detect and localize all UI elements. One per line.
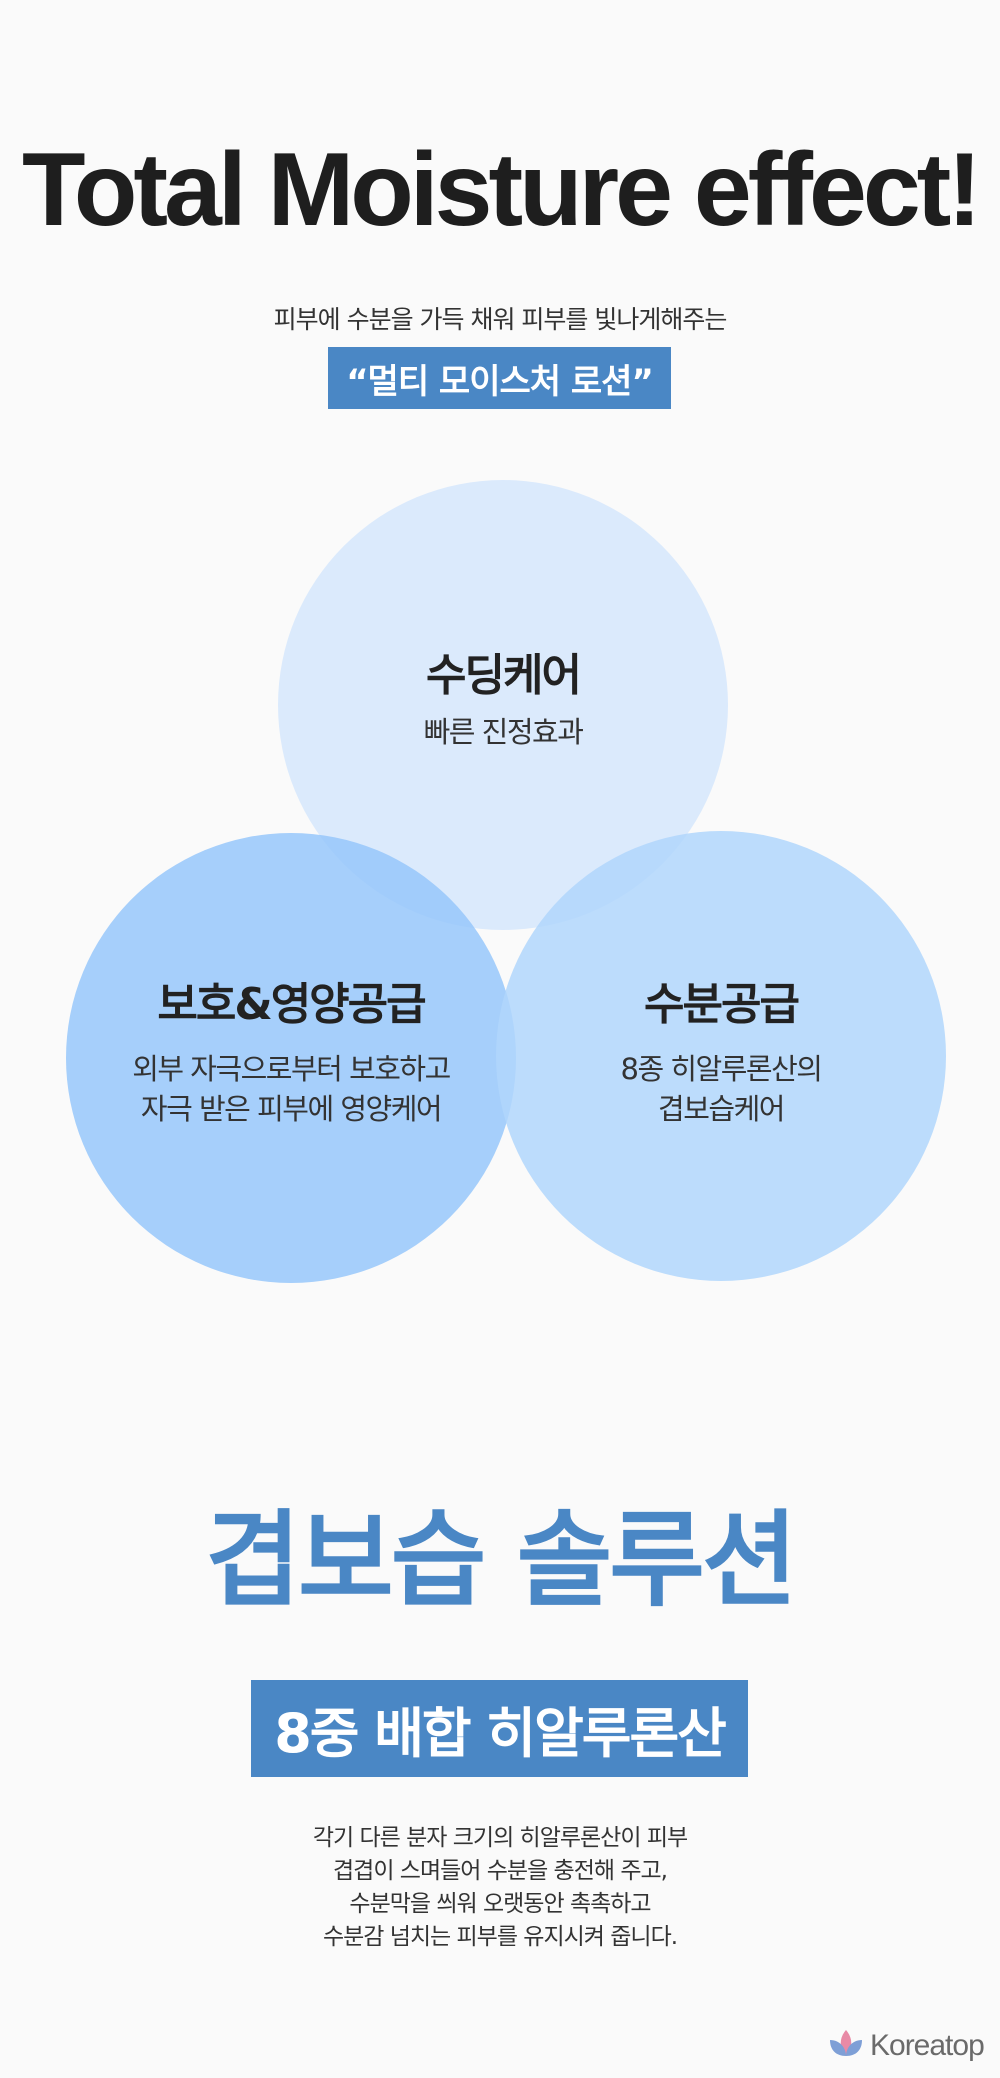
product-tag: “멀티 모이스처 로션” (328, 347, 671, 409)
circle-text-protection: 보호&영양공급 외부 자극으로부터 보호하고 자극 받은 피부에 영양케어 (66, 977, 516, 1129)
solution-heading: 겹보습 솔루션 (205, 1499, 797, 1621)
circle-desc: 8종 히알루론산의 겹보습케어 (496, 1049, 946, 1129)
subtitle: 피부에 수분을 가득 채워 피부를 빛나게해주는 (273, 305, 728, 334)
paragraph-line: 수분막을 씌워 오랫동안 촉촉하고 (349, 1891, 651, 1917)
lotus-icon (826, 2028, 866, 2064)
paragraph-line: 겹겹이 스며들어 수분을 충전해 주고, (333, 1858, 668, 1884)
circle-text-soothing: 수딩케어 빠른 진정효과 (278, 648, 728, 752)
koreatop-logo: Koreatop (826, 2028, 985, 2064)
circle-desc-line: 외부 자극으로부터 보호하고 (132, 1052, 451, 1086)
circle-desc-line: 8종 히알루론산의 (620, 1052, 823, 1086)
circle-desc: 외부 자극으로부터 보호하고 자극 받은 피부에 영양케어 (66, 1049, 516, 1129)
circle-text-moisture: 수분공급 8종 히알루론산의 겹보습케어 (496, 977, 946, 1129)
paragraph-line: 수분감 넘치는 피부를 유지시켜 줍니다. (322, 1924, 678, 1950)
paragraph-line: 각기 다른 분자 크기의 히알루론산이 피부 (312, 1825, 688, 1851)
circle-desc-line: 자극 받은 피부에 영양케어 (140, 1092, 443, 1126)
circle-moisture-supply (496, 831, 946, 1281)
solution-badge: 8중 배합 히알루론산 (251, 1680, 748, 1777)
circle-desc: 빠른 진정효과 (423, 715, 584, 749)
circle-title: 수분공급 (644, 979, 800, 1030)
circle-desc-line: 겹보습케어 (658, 1092, 785, 1126)
circle-title: 수딩케어 (426, 650, 582, 701)
solution-paragraph: 각기 다른 분자 크기의 히알루론산이 피부 겹겹이 스며들어 수분을 충전해 … (0, 1822, 1000, 1954)
circle-protection-nutrition (66, 833, 516, 1283)
solution-badge-label: 8중 배합 히알루론산 (274, 1702, 727, 1765)
logo-text: Koreatop (870, 2029, 985, 2062)
circle-title: 보호&영양공급 (157, 979, 426, 1030)
page-title: Total Moisture effect! (22, 132, 982, 248)
product-tag-label: “멀티 모이스처 로션” (346, 361, 654, 402)
